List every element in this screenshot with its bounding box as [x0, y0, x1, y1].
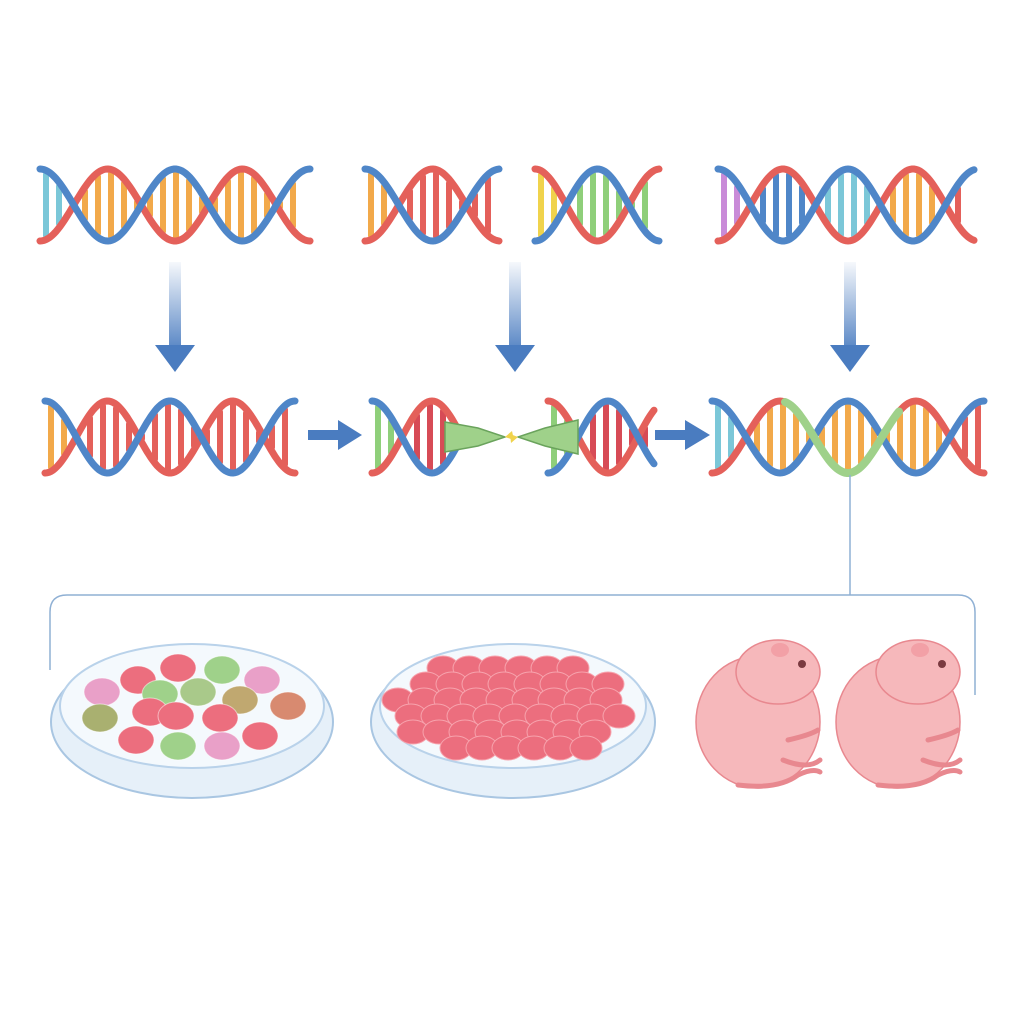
dna-strand	[368, 397, 464, 477]
right-arrow-icon	[655, 420, 710, 450]
mixed-cell-colony	[81, 653, 307, 761]
cell	[179, 677, 217, 707]
cell	[203, 731, 241, 761]
down-arrow-icon	[155, 262, 195, 372]
mouse-head	[875, 639, 961, 705]
cell	[602, 703, 636, 729]
dna-helix-icon	[531, 165, 663, 245]
dna-strand	[531, 165, 663, 245]
cell	[157, 701, 195, 731]
cell	[201, 703, 239, 733]
mouse-icon	[695, 639, 823, 789]
dna-helix-icon	[368, 397, 464, 477]
mouse-ear	[771, 643, 789, 657]
cell	[159, 731, 197, 761]
dna-strand	[361, 165, 503, 245]
cell	[83, 677, 121, 707]
mouse-eye	[798, 660, 806, 668]
right-arrow-icon	[308, 420, 362, 450]
dna-strand	[361, 165, 503, 245]
cell	[269, 691, 307, 721]
mouse-eye	[938, 660, 946, 668]
dna-strand	[714, 165, 978, 245]
cell	[243, 665, 281, 695]
mouse-icon	[835, 639, 963, 789]
dna-strand	[41, 397, 299, 477]
scissors-cut-icon	[444, 419, 579, 455]
edited-segment	[781, 398, 903, 477]
dna-strand	[36, 165, 314, 245]
mouse-limbs	[875, 727, 963, 789]
mouse-limbs	[735, 727, 823, 789]
cell-colony-icon	[381, 655, 636, 761]
dna-strand	[41, 397, 299, 477]
dna-strand	[708, 397, 988, 477]
cell	[241, 721, 279, 751]
bracket	[49, 594, 976, 695]
dna-strand	[368, 397, 464, 477]
cell	[81, 703, 119, 733]
down-arrow-icon	[495, 262, 535, 372]
helix-layer	[36, 165, 988, 477]
dna-helix-icon	[41, 397, 299, 477]
dna-helix-icon	[36, 165, 314, 245]
dna-helix-icon	[714, 165, 978, 245]
mouse-head	[735, 639, 821, 705]
petri-dish-icon	[50, 643, 334, 799]
dna-helix-icon	[708, 397, 988, 477]
down-arrow-icon	[830, 262, 870, 372]
petri-dish-icon	[370, 643, 656, 799]
dna-strand	[544, 397, 658, 477]
cell	[203, 655, 241, 685]
dna-strand	[714, 165, 978, 245]
cell	[159, 653, 197, 683]
cell	[117, 725, 155, 755]
cell	[569, 735, 603, 761]
dna-strand	[531, 165, 663, 245]
mouse-ear	[911, 643, 929, 657]
dna-helix-icon	[361, 165, 503, 245]
mouse-layer	[695, 639, 963, 789]
dna-strand	[36, 165, 314, 245]
